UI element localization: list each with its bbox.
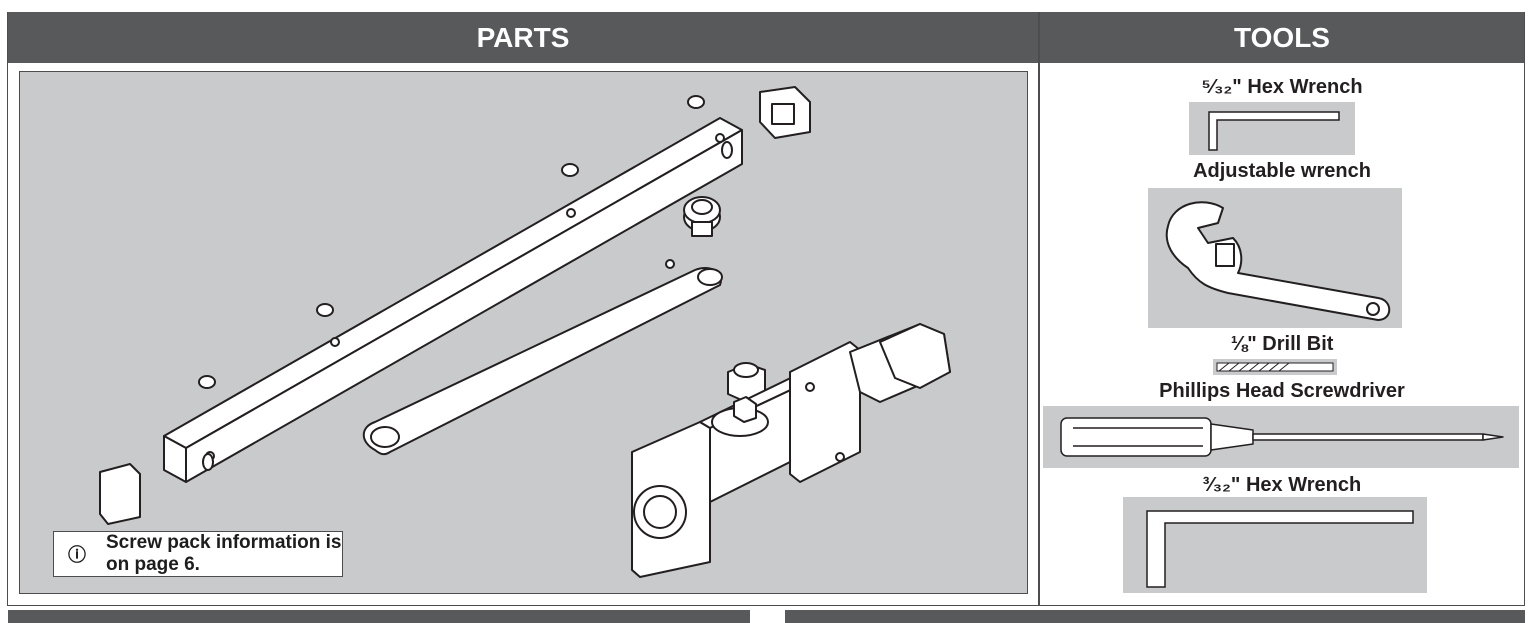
tool-label-phillips-screwdriver: Phillips Head Screwdriver <box>1159 380 1405 402</box>
end-cap-top <box>759 86 811 139</box>
tools-header: TOOLS <box>1040 12 1524 63</box>
tool-label-adjustable-wrench: Adjustable wrench <box>1193 160 1371 182</box>
adjustable-wrench-icon <box>1148 188 1402 328</box>
rail-plug <box>561 163 579 177</box>
pivot-knob <box>683 196 721 237</box>
hex-wrench-icon <box>1123 497 1427 593</box>
parts-illustration-panel: ⓘ Screw pack information is on page 6. <box>19 71 1028 594</box>
info-circle-icon: ⓘ <box>68 545 86 565</box>
note-text: Screw pack information is on page 6. <box>106 532 342 575</box>
rail-plug <box>316 303 334 317</box>
screw-pack-note: ⓘ Screw pack information is on page 6. <box>53 531 343 577</box>
column-divider <box>1038 12 1040 606</box>
parts-illustration <box>99 86 951 578</box>
closer-arm <box>362 266 723 456</box>
rail-plug <box>687 95 705 109</box>
section-header-bar <box>785 610 1525 623</box>
tool-label-hex-wrench-3-32: ³⁄₃₂" Hex Wrench <box>1202 474 1362 496</box>
hex-wrench-icon <box>1189 102 1355 155</box>
screwdriver-icon <box>1043 406 1519 468</box>
end-cap-bottom <box>99 463 141 525</box>
tool-label-hex-wrench-5-32: ⁵⁄₃₂" Hex Wrench <box>1201 76 1363 98</box>
door-closer-body <box>631 323 951 578</box>
section-header-bar <box>8 610 750 623</box>
tool-label-drill-bit: ⅛" Drill Bit <box>1230 333 1334 355</box>
set-screw <box>665 259 675 269</box>
track-rail <box>163 117 743 483</box>
drill-bit-icon <box>1213 359 1337 375</box>
parts-header: PARTS <box>8 12 1038 63</box>
rail-plug <box>198 375 216 389</box>
